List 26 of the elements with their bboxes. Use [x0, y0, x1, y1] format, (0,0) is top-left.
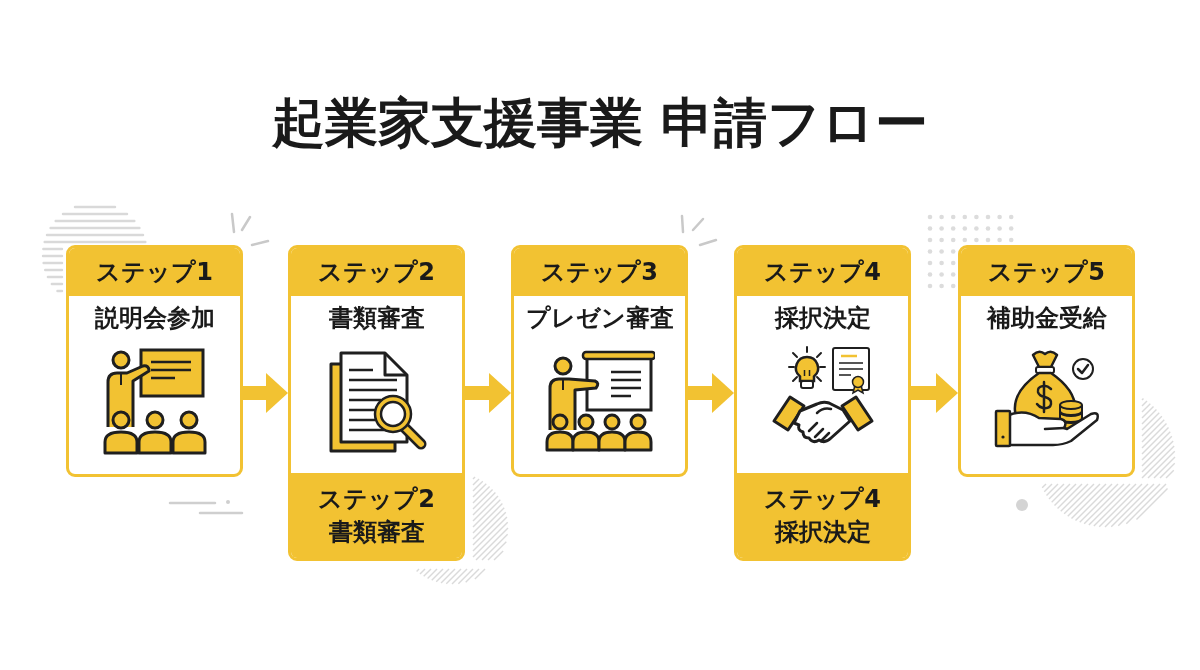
diagram-title: 起業家支援事業 申請フロー	[271, 91, 929, 155]
step-band	[737, 473, 908, 558]
step-header: ステップ3	[514, 248, 685, 296]
arrow	[243, 373, 288, 413]
arrow	[688, 373, 734, 413]
step-title: 補助金受給	[986, 303, 1107, 333]
step-card	[288, 245, 465, 561]
step-header: ステップ4	[737, 248, 908, 296]
step-card	[66, 245, 243, 477]
arrow	[465, 373, 511, 413]
arrow	[911, 373, 958, 413]
step-title: 採択決定	[774, 303, 871, 333]
step-title: プレゼン審査	[525, 303, 674, 333]
step-title: 説明会参加	[94, 303, 215, 333]
step-label: ステップ4	[764, 483, 881, 515]
step-header: ステップ1	[69, 248, 240, 296]
step-title: 書類審査	[328, 303, 425, 333]
step-title: 採択決定	[774, 516, 871, 548]
step-header: ステップ5	[961, 248, 1132, 296]
step-label: ステップ2	[318, 483, 435, 515]
step-header: ステップ2	[291, 248, 462, 296]
step-card	[958, 245, 1135, 477]
step-title: 書類審査	[328, 516, 425, 548]
step-band	[291, 473, 462, 558]
step-card	[734, 245, 911, 561]
step-card	[511, 245, 688, 477]
